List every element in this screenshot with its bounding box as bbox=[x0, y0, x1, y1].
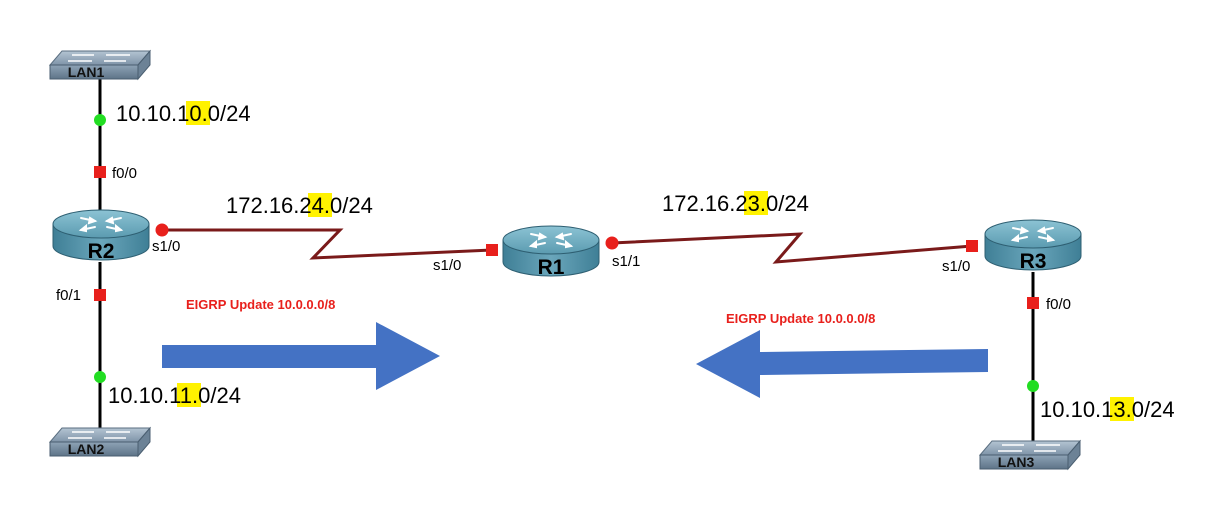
port-label-r2-f00: f0/0 bbox=[112, 165, 137, 182]
port-label-r2-f01: f0/1 bbox=[56, 287, 81, 304]
port-down-r2-s10 bbox=[155, 223, 169, 237]
port-label-r1-s10: s1/0 bbox=[433, 257, 461, 274]
net-prefix: 10.10. bbox=[116, 101, 177, 126]
port-down-r1-s11 bbox=[605, 236, 619, 250]
net-prefix: 10.10. bbox=[1040, 397, 1101, 422]
port-down-r1-s10 bbox=[486, 244, 498, 256]
port-down-r3-f00 bbox=[1027, 297, 1039, 309]
octet-highlight bbox=[1110, 397, 1134, 421]
switch-label: LAN3 bbox=[998, 454, 1035, 470]
net-octet: 24 bbox=[299, 193, 323, 218]
net-octet: 13 bbox=[1101, 397, 1125, 422]
port-up-lan1 bbox=[94, 114, 106, 126]
octet-highlight bbox=[177, 383, 201, 407]
switch-lan1[interactable]: LAN1 bbox=[49, 50, 151, 80]
router-r2[interactable]: R2 bbox=[52, 209, 150, 263]
update-arrow-left bbox=[696, 330, 988, 398]
net-suffix: .0/24 bbox=[202, 101, 251, 126]
svg-text:10.10.10.0/24: 10.10.10.0/24 bbox=[116, 101, 251, 126]
router-r1[interactable]: R1 bbox=[502, 225, 600, 279]
net-suffix: .0/24 bbox=[192, 383, 241, 408]
port-label-r2-s10: s1/0 bbox=[152, 238, 180, 255]
net-label-lan3: 10.10.13.0/24 bbox=[1040, 397, 1175, 422]
switch-label: LAN2 bbox=[68, 441, 105, 457]
update-label-right: EIGRP Update 10.0.0.0/8 bbox=[726, 311, 875, 326]
port-down-r3-s10 bbox=[966, 240, 978, 252]
octet-highlight bbox=[186, 101, 210, 125]
port-down-r2-f01 bbox=[94, 289, 106, 301]
net-label-lan2: 10.10.11.0/24 bbox=[108, 383, 241, 408]
net-octet: 11 bbox=[169, 383, 192, 408]
switch-label: LAN1 bbox=[68, 64, 105, 80]
svg-text:10.10.13.0/24: 10.10.13.0/24 bbox=[1040, 397, 1175, 422]
serial-link-r2-r1 bbox=[162, 228, 493, 260]
net-prefix: 10.10. bbox=[108, 383, 169, 408]
net-prefix: 172.16. bbox=[662, 191, 735, 216]
octet-highlight bbox=[744, 191, 768, 215]
net-octet: 23 bbox=[735, 191, 759, 216]
port-label-r1-s11: s1/1 bbox=[612, 253, 640, 270]
net-octet: 10 bbox=[177, 101, 201, 126]
svg-text:172.16.24.0/24: 172.16.24.0/24 bbox=[226, 193, 373, 218]
switch-lan2[interactable]: LAN2 bbox=[49, 427, 151, 457]
net-label-r2-r1: 172.16.24.0/24 bbox=[226, 193, 373, 218]
svg-text:172.16.23.0/24: 172.16.23.0/24 bbox=[662, 191, 809, 216]
port-label-r3-f00: f0/0 bbox=[1046, 296, 1071, 313]
port-up-lan2 bbox=[94, 371, 106, 383]
switch-lan3[interactable]: LAN3 bbox=[979, 440, 1081, 470]
router-r3[interactable]: R3 bbox=[984, 219, 1082, 273]
octet-highlight bbox=[308, 193, 332, 217]
serial-link-r1-r3 bbox=[611, 232, 973, 264]
net-suffix: .0/24 bbox=[760, 191, 809, 216]
net-suffix: .0/24 bbox=[1126, 397, 1175, 422]
port-down-r2-f00 bbox=[94, 166, 106, 178]
port-label-r3-s10: s1/0 bbox=[942, 258, 970, 275]
port-up-lan3 bbox=[1027, 380, 1039, 392]
router-label: R3 bbox=[1020, 250, 1047, 273]
net-label-r1-r3: 172.16.23.0/24 bbox=[662, 191, 809, 216]
update-arrow-right bbox=[162, 322, 440, 390]
router-label: R1 bbox=[538, 256, 565, 279]
net-suffix: .0/24 bbox=[324, 193, 373, 218]
update-label-left: EIGRP Update 10.0.0.0/8 bbox=[186, 297, 335, 312]
net-prefix: 172.16. bbox=[226, 193, 299, 218]
svg-text:10.10.11.0/24: 10.10.11.0/24 bbox=[108, 383, 241, 408]
net-label-lan1: 10.10.10.0/24 bbox=[116, 101, 251, 126]
router-label: R2 bbox=[88, 240, 115, 263]
port-markers bbox=[94, 114, 1039, 392]
